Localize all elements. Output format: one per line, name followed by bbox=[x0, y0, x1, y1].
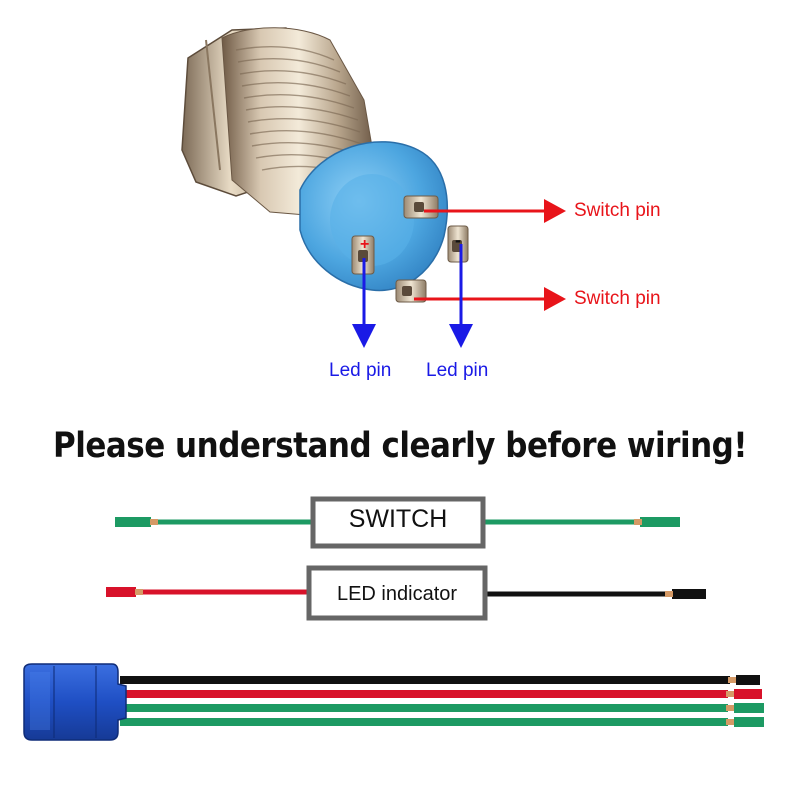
switch-pin-arrow-bottom bbox=[414, 287, 566, 311]
led-pin-arrow-right bbox=[449, 244, 473, 348]
switch-box bbox=[310, 496, 486, 549]
led-pin-label-right: Led pin bbox=[426, 360, 489, 381]
led-wire-row bbox=[106, 565, 706, 621]
led-pin-arrow-left bbox=[352, 258, 376, 348]
connector-harness bbox=[23, 663, 764, 741]
switch-pin-arrow-top bbox=[424, 199, 566, 223]
connector-plug bbox=[23, 663, 127, 741]
switch-pin-label-bottom: Switch pin bbox=[574, 288, 661, 309]
wiring-headline: Please understand clearly before wiring! bbox=[53, 425, 747, 467]
led-indicator-label: LED indicator bbox=[336, 583, 458, 605]
plus-sign: + bbox=[360, 236, 370, 253]
minus-sign: - bbox=[455, 230, 461, 250]
led-pin-label-left: Led pin bbox=[329, 360, 392, 381]
switch-label: SWITCH bbox=[348, 505, 448, 533]
switch-wire-row bbox=[115, 496, 680, 549]
push-button-switch bbox=[181, 27, 469, 303]
led-indicator-box bbox=[306, 565, 488, 621]
switch-pin-label-top: Switch pin bbox=[574, 200, 661, 221]
